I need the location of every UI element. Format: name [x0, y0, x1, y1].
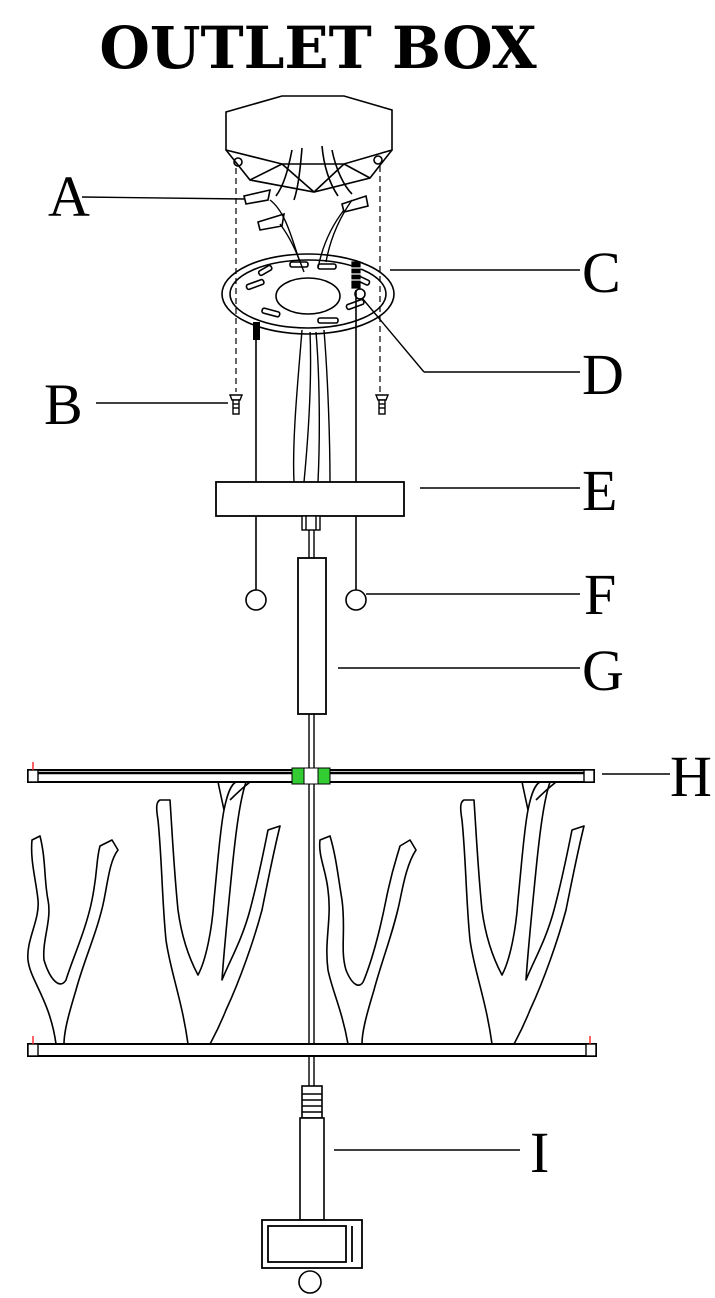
callout-b: B [44, 372, 83, 437]
callout-e: E [582, 458, 617, 523]
callout-g: G [582, 638, 624, 703]
support-rods [255, 290, 357, 590]
diagram-title: OUTLET BOX [99, 14, 536, 82]
coral-branches [27, 781, 585, 1045]
socket-stem [299, 1085, 325, 1221]
callout-h: H [670, 744, 712, 809]
wire-nuts [243, 188, 369, 231]
supply-wires [269, 199, 353, 273]
callout-a: A [48, 164, 90, 229]
finial-ball-right [345, 589, 367, 611]
outlet-box [225, 95, 393, 201]
screws [228, 394, 390, 415]
finial-ball-left [245, 589, 267, 611]
mounting-plate [221, 253, 395, 335]
callout-d: D [582, 342, 624, 407]
lower-ring [27, 1036, 597, 1057]
callout-f: F [584, 562, 616, 627]
callout-c: C [582, 240, 621, 305]
bulb-tip [298, 1270, 322, 1294]
threaded-rod-left [253, 322, 260, 340]
lamp-socket [261, 1219, 363, 1269]
upper-ring [27, 762, 595, 785]
callout-i: I [530, 1120, 549, 1185]
callout-labels: A C D B E F G H I [44, 164, 712, 1185]
mounting-bolt [350, 261, 362, 289]
ring-hub-right [317, 767, 331, 785]
callout-leaders [81, 196, 670, 1151]
canopy [215, 481, 405, 517]
stem-tube [297, 557, 327, 715]
canopy-nipple [301, 515, 321, 531]
ring-hub-left [291, 767, 305, 785]
canopy-wires [292, 329, 331, 483]
